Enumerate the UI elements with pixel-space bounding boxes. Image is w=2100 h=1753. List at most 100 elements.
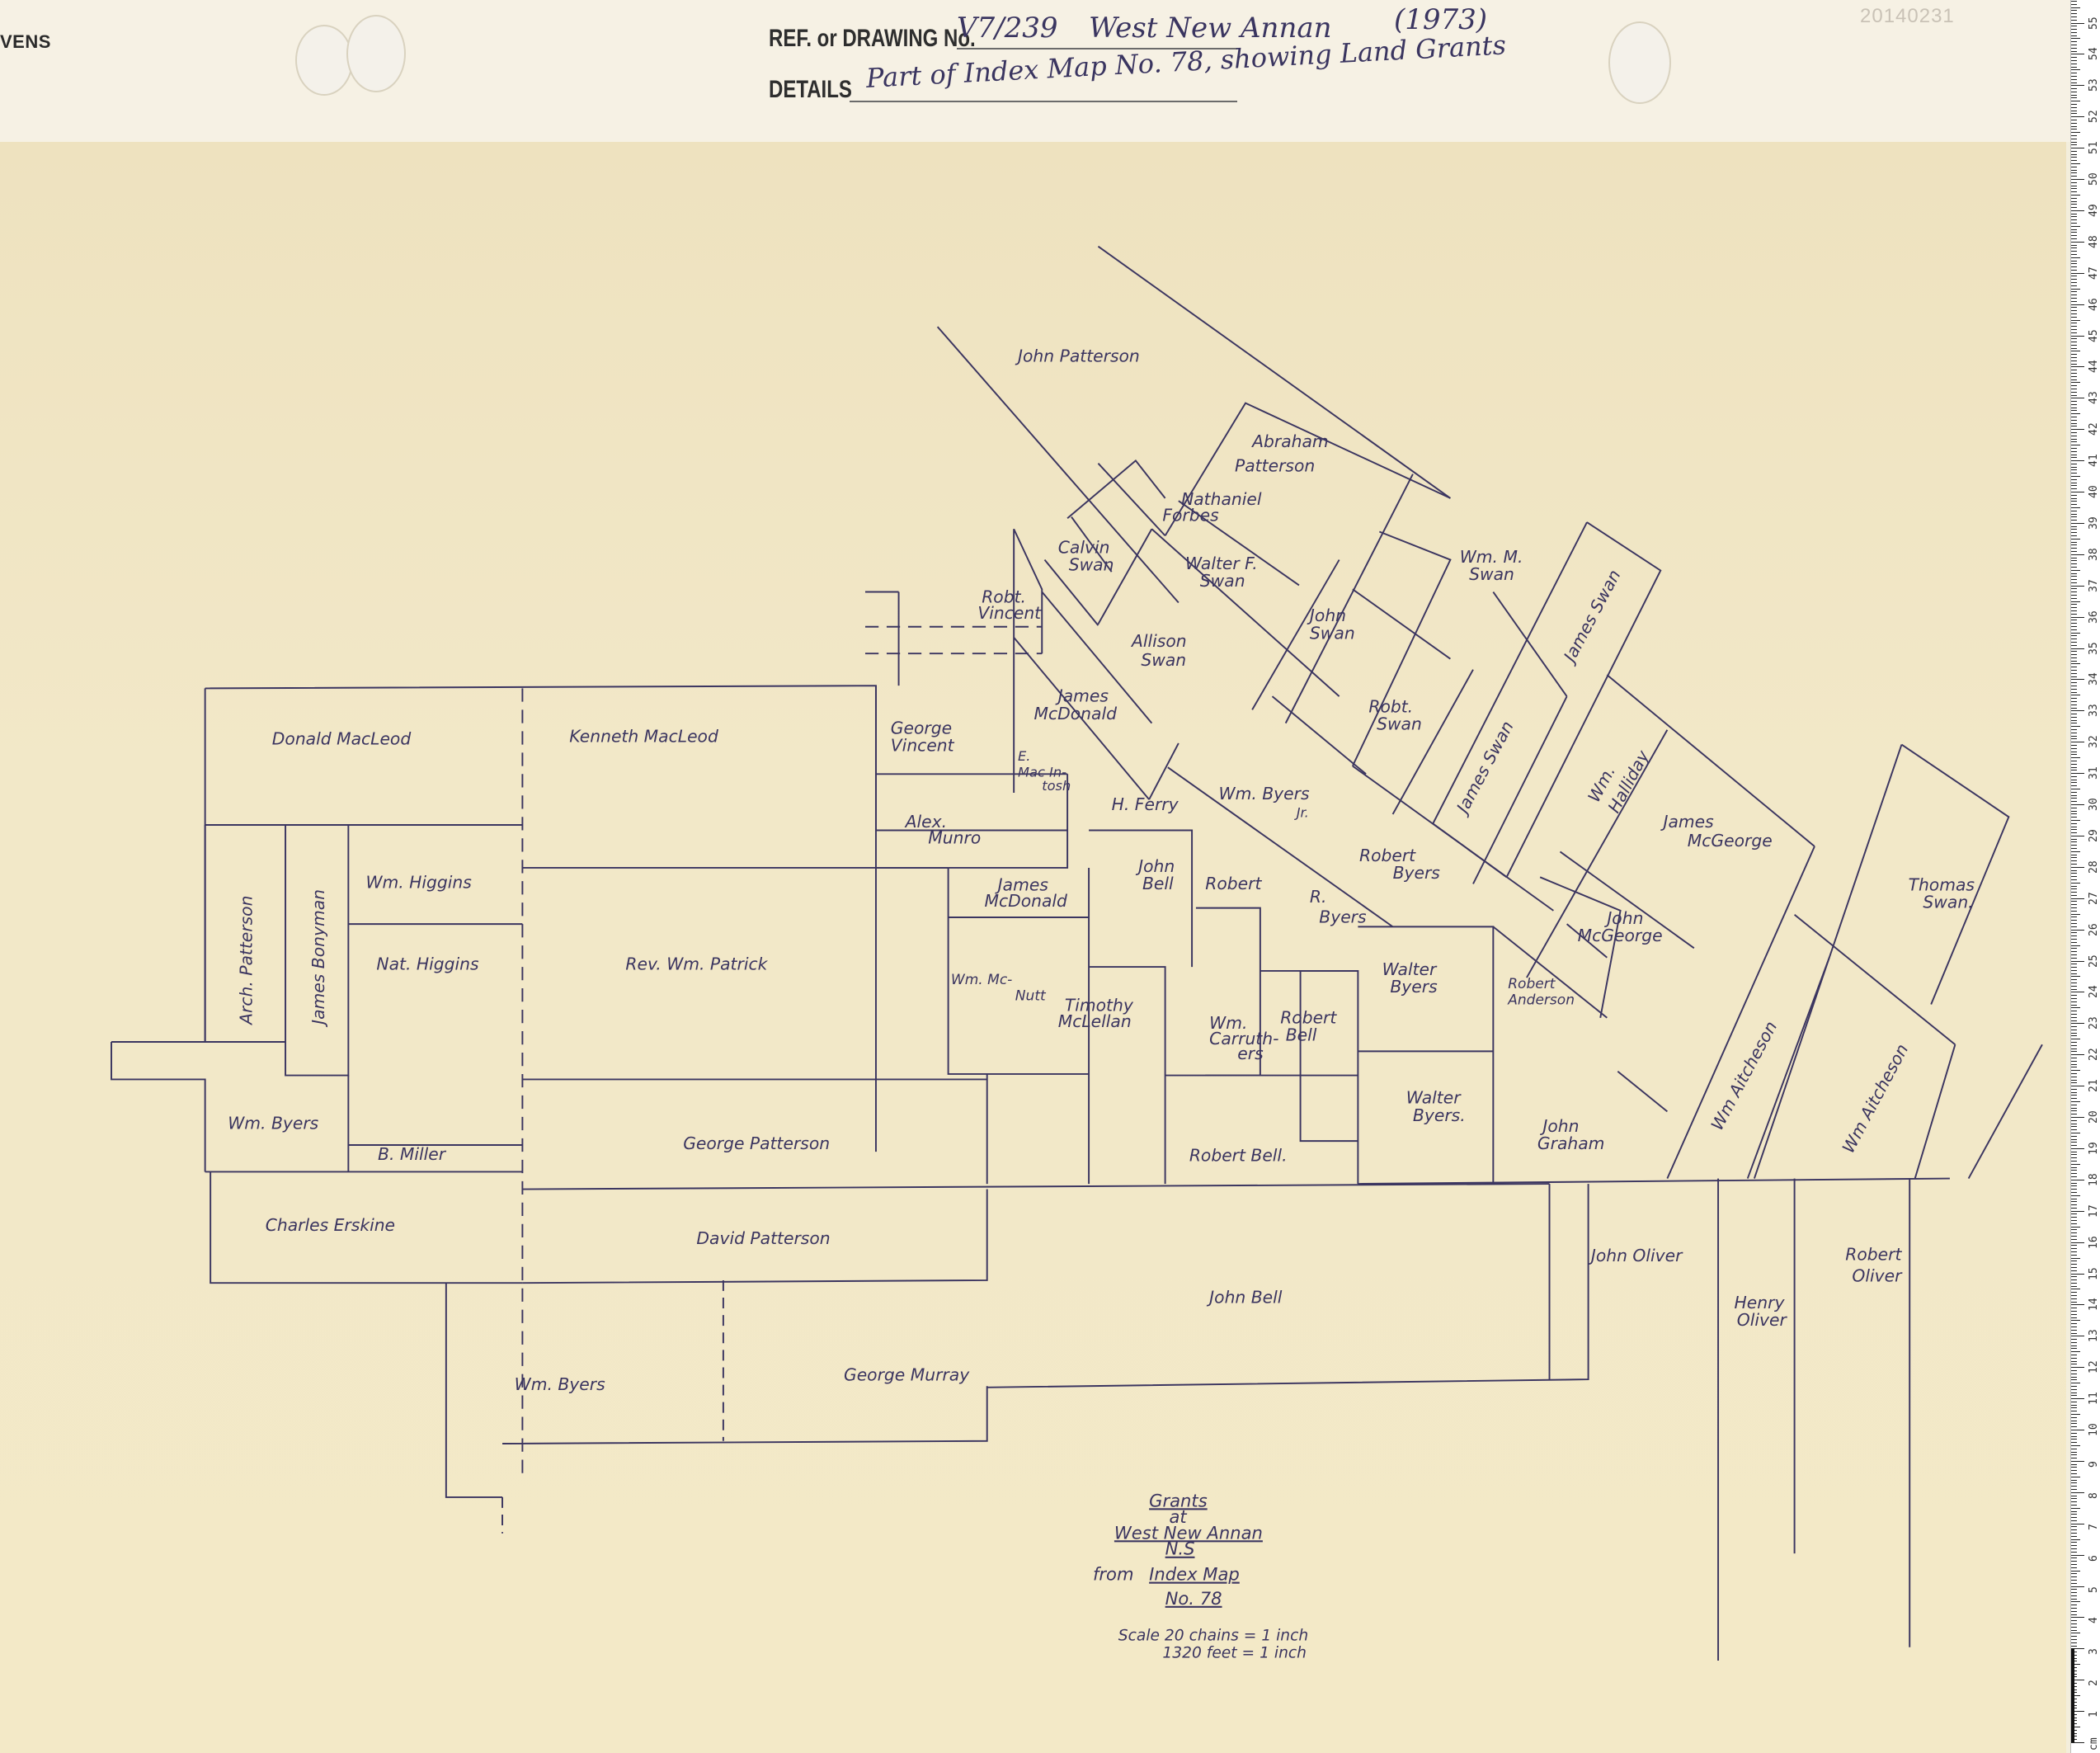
parcel-label: Timothy — [1065, 996, 1134, 1016]
ruler-tick — [2071, 216, 2077, 218]
ruler-tick — [2071, 1201, 2077, 1203]
ruler-tick — [2071, 1054, 2084, 1056]
ruler-tick — [2071, 363, 2077, 365]
ruler-tick — [2071, 357, 2077, 359]
ruler-tick — [2071, 1423, 2077, 1425]
ruler-tick — [2071, 1514, 2077, 1515]
ruler-tick — [2071, 660, 2077, 662]
drawing-number: V7/239 — [957, 12, 1058, 45]
ruler-tick — [2071, 298, 2077, 299]
ruler-tick — [2071, 1439, 2077, 1440]
ruler-tick — [2071, 1001, 2077, 1002]
ruler-tick — [2071, 300, 2077, 302]
ruler-tick — [2071, 122, 2077, 124]
ruler-tick — [2071, 282, 2077, 284]
ruler-tick — [2071, 1614, 2077, 1615]
ruler-tick — [2071, 473, 2077, 474]
parcel-label: John Oliver — [1588, 1246, 1683, 1265]
ruler-tick — [2071, 157, 2077, 158]
parcel-label: Wm. Byers — [1219, 784, 1310, 803]
ruler-tick — [2071, 923, 2077, 925]
ruler-tick — [2071, 1345, 2077, 1346]
ruler-tick — [2071, 888, 2077, 890]
ruler-tick — [2071, 935, 2077, 937]
ruler-tick — [2071, 422, 2077, 424]
ruler-tick — [2071, 566, 2077, 568]
ruler-tick — [2071, 613, 2077, 615]
ruler-tick — [2071, 431, 2077, 433]
ruler-tick — [2071, 316, 2077, 318]
ruler-tick — [2071, 794, 2077, 796]
ruler-tick — [2071, 1504, 2077, 1506]
ruler-tick — [2071, 291, 2077, 293]
brand-fragment: VENS — [0, 31, 51, 52]
ruler-tick — [2071, 401, 2077, 403]
ruler-tick — [2071, 1601, 2080, 1603]
parcel-label: ers — [1237, 1044, 1264, 1063]
parcel-label: Byers — [1319, 907, 1367, 927]
ruler-tick — [2071, 573, 2077, 574]
ruler-tick — [2071, 841, 2077, 843]
legend-at: at — [1169, 1506, 1187, 1527]
parcel-label: Swan — [1200, 571, 1245, 591]
details-label: DETAILS — [769, 76, 852, 103]
punch-hole — [1608, 21, 1671, 104]
ruler-tick — [2071, 1236, 2077, 1237]
ruler-tick — [2071, 576, 2077, 577]
ruler-tick — [2071, 663, 2080, 665]
parcel-label: George Patterson — [683, 1133, 830, 1153]
ruler-tick — [2071, 688, 2077, 690]
ruler-tick — [2071, 1229, 2077, 1231]
ruler-tick — [2071, 466, 2077, 468]
place-name: West New Annan — [1089, 12, 1332, 45]
ruler-tick — [2071, 113, 2077, 115]
ruler-tick — [2071, 1367, 2084, 1369]
ruler-tick — [2071, 194, 2080, 196]
ruler-tick — [2071, 347, 2077, 349]
parcel-label: Wm. Byers — [228, 1114, 318, 1133]
ruler-tick — [2071, 754, 2077, 756]
parcel-label: Allison — [1130, 631, 1187, 651]
ruler-tick — [2071, 429, 2084, 431]
ruler-tick — [2071, 310, 2077, 312]
ruler-tick — [2071, 394, 2077, 396]
ruler-tick — [2071, 1498, 2077, 1500]
parcel-label: Rev. Wm. Patrick — [625, 954, 768, 973]
ruler-tick — [2071, 57, 2077, 59]
ruler-tick — [2071, 691, 2077, 693]
ruler-tick — [2071, 85, 2084, 87]
ruler-tick — [2071, 207, 2077, 209]
ruler-tick — [2071, 898, 2084, 899]
ruler-tick — [2071, 1545, 2077, 1547]
ruler-tick — [2071, 969, 2077, 971]
ruler-tick — [2071, 1561, 2077, 1562]
ruler-tick — [2071, 757, 2080, 759]
parcel-label: Swan. — [1923, 893, 1973, 912]
details-underline — [850, 101, 1237, 102]
ruler-tick — [2071, 1298, 2077, 1299]
ruler-tick — [2071, 288, 2080, 290]
parcel-label: Forbes — [1162, 505, 1219, 525]
parcel-label: Donald MacLeod — [272, 729, 412, 749]
ruler-tick — [2071, 1648, 2084, 1650]
ruler-tick — [2071, 679, 2084, 681]
parcel-label: James — [1660, 812, 1715, 832]
ruler-tick — [2071, 625, 2077, 627]
parcel-label: Walter F. — [1185, 554, 1258, 573]
legend-from: from — [1093, 1564, 1134, 1585]
ruler-tick — [2071, 497, 2077, 499]
parcel-label: McLellan — [1058, 1011, 1132, 1031]
ruler-tick — [2071, 1173, 2077, 1175]
ruler-tick — [2071, 901, 2077, 902]
ruler-tick — [2071, 1742, 2084, 1743]
parcel-label: Abraham — [1250, 431, 1329, 451]
parcel-label: George — [891, 719, 952, 738]
ruler-tick — [2071, 747, 2077, 749]
ruler-tick — [2071, 1489, 2077, 1490]
ruler-tick — [2071, 1189, 2077, 1190]
ruler-tick — [2071, 1664, 2080, 1666]
ruler-tick — [2071, 629, 2077, 630]
ruler-tick — [2071, 247, 2077, 249]
ruler-tick — [2071, 860, 2077, 862]
